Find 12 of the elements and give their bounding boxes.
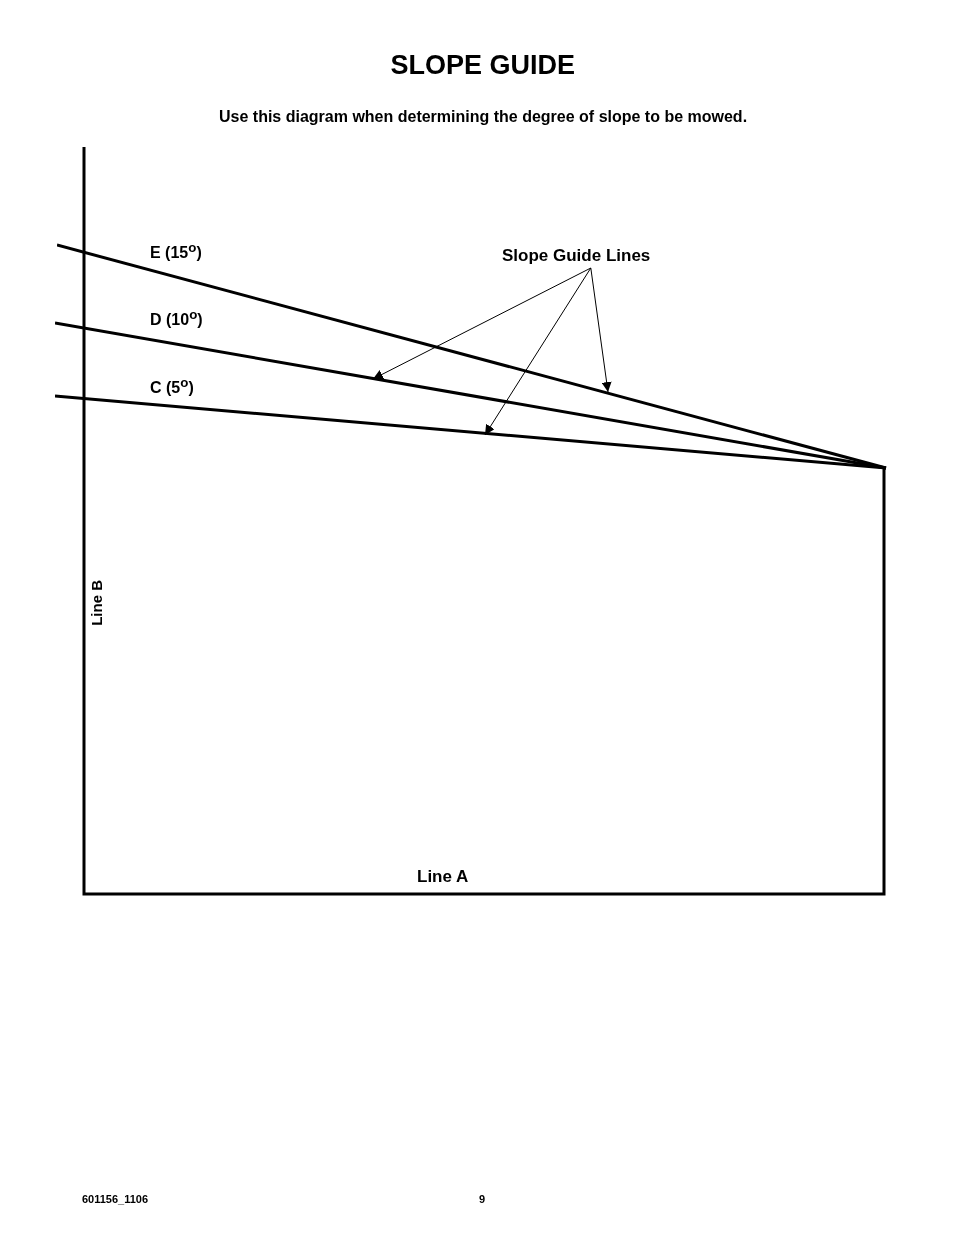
title: SLOPE GUIDE: [390, 50, 576, 81]
document-number: 601156_1106: [82, 1193, 149, 1205]
callout-text: Slope Guide Lines: [502, 246, 651, 266]
line-label: Line B: [88, 580, 105, 626]
leader-line: [372, 267, 592, 380]
slope-label: C (5$^{o}$): [150, 375, 194, 398]
page-number: 9: [479, 1193, 486, 1205]
slope-label: D (10$^{o}$): [150, 307, 203, 330]
instruction-text: Use this diagram when determining the degree of slope to be mowed.: [219, 108, 748, 126]
line-label: Line A: [417, 867, 469, 887]
slope-label: E (15$^{o}$): [150, 240, 202, 263]
leader-line: [590, 267, 612, 393]
